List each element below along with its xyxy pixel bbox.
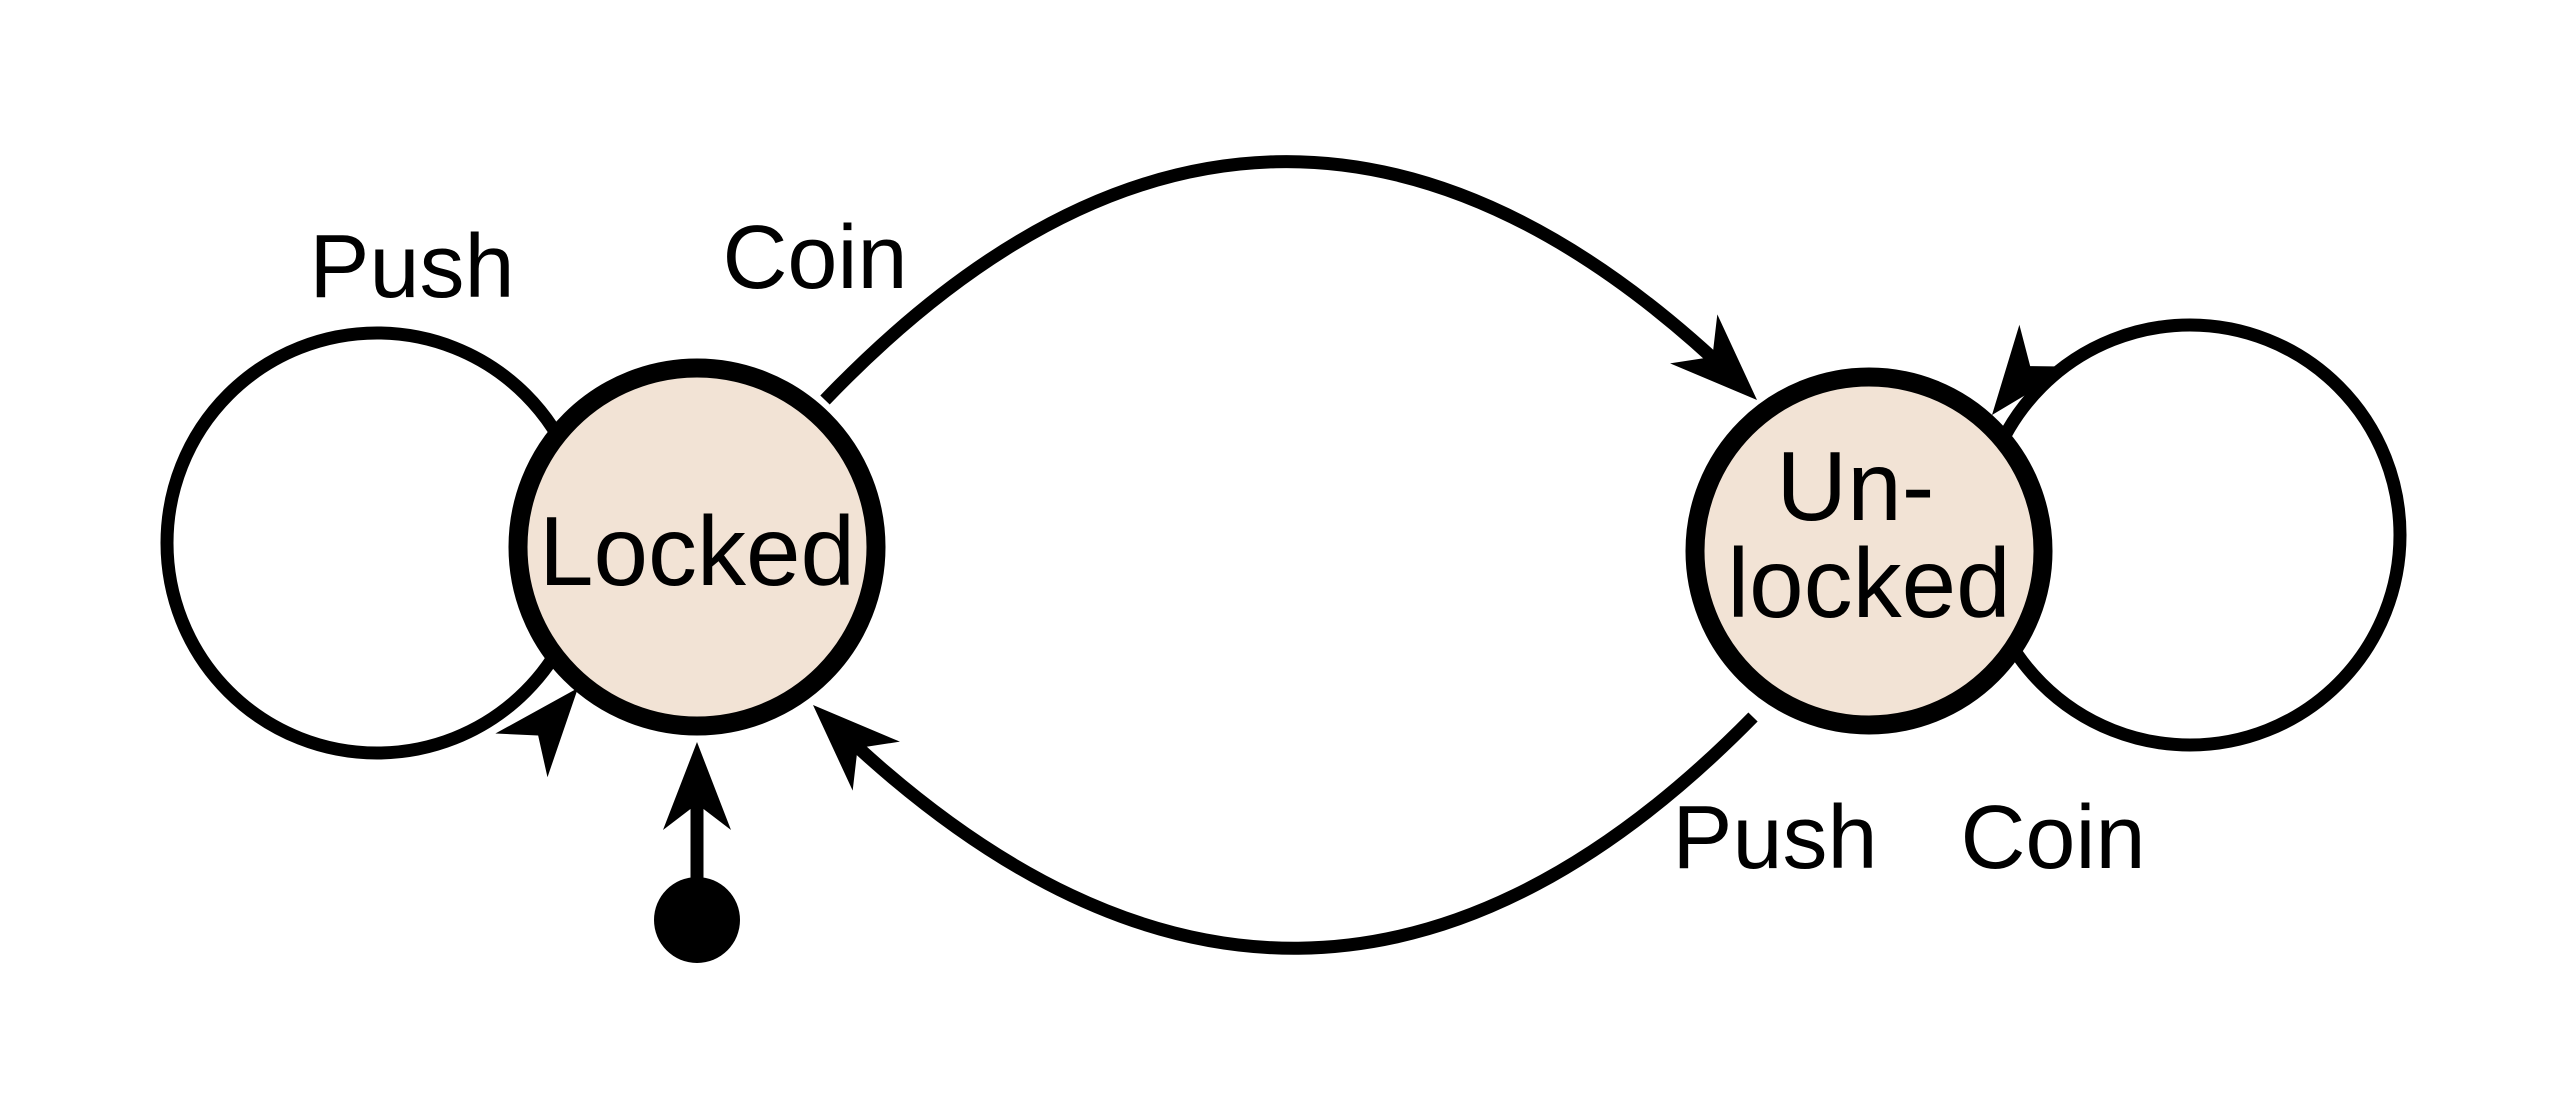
locked-to-unlocked-edge	[820, 155, 1740, 405]
initial-state-dot	[654, 877, 740, 963]
state-unlocked-label-line2: locked	[1727, 528, 2010, 638]
locked-to-unlocked-arrowhead	[1670, 314, 1757, 400]
initial-state-edge	[654, 742, 740, 963]
unlocked-to-locked-arrowhead	[813, 705, 900, 791]
locked-self-loop-label: Push	[309, 217, 514, 317]
unlocked-to-locked-label: Push	[1672, 788, 1877, 888]
state-locked-label: Locked	[539, 496, 855, 606]
unlocked-self-loop-label: Coin	[1960, 788, 2145, 888]
state-unlocked-label-line1: Un-	[1776, 431, 1934, 541]
locked-to-unlocked-label: Coin	[722, 208, 907, 308]
state-unlocked-label: Un- locked	[1727, 431, 2010, 638]
initial-edge-arrowhead	[663, 742, 731, 830]
unlocked-self-loop-arrowhead	[1992, 324, 2073, 415]
unlocked-to-locked-edge	[830, 712, 1758, 955]
state-unlocked-circle	[1685, 367, 2053, 735]
state-locked-circle	[508, 358, 886, 736]
locked-self-loop-arrowhead	[495, 688, 578, 778]
